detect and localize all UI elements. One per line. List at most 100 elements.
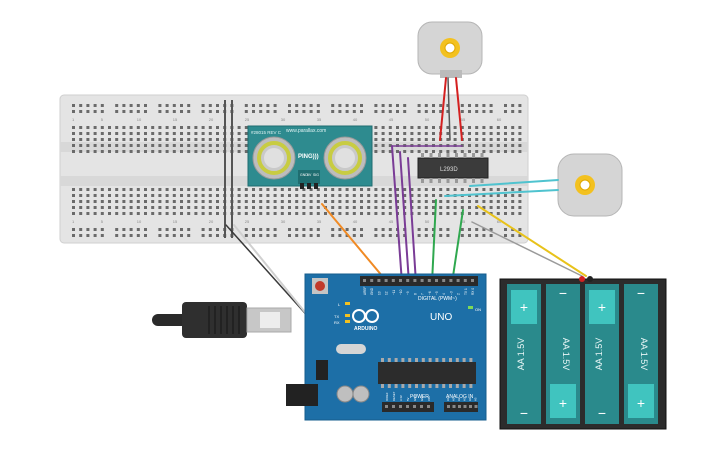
breadboard-hole[interactable]	[122, 188, 126, 191]
breadboard-hole[interactable]	[360, 200, 363, 203]
breadboard-hole[interactable]	[504, 144, 507, 147]
breadboard-hole[interactable]	[129, 188, 133, 191]
breadboard-hole[interactable]	[86, 200, 90, 203]
breadboard-hole[interactable]	[424, 138, 428, 141]
breadboard-hole[interactable]	[201, 188, 205, 191]
breadboard-hole[interactable]	[424, 234, 428, 237]
breadboard-hole[interactable]	[424, 228, 428, 231]
breadboard-hole[interactable]	[122, 110, 126, 113]
breadboard-hole[interactable]	[208, 144, 212, 147]
breadboard-hole[interactable]	[172, 194, 176, 197]
breadboard-hole[interactable]	[115, 188, 119, 191]
breadboard-hole[interactable]	[331, 228, 335, 231]
breadboard-hole[interactable]	[482, 206, 486, 209]
breadboard-hole[interactable]	[72, 228, 75, 231]
breadboard-hole[interactable]	[187, 194, 191, 197]
breadboard-hole[interactable]	[115, 234, 119, 237]
breadboard-hole[interactable]	[374, 206, 378, 209]
arduino-header-pin[interactable]	[377, 279, 381, 282]
breadboard-hole[interactable]	[136, 188, 140, 191]
breadboard-hole[interactable]	[136, 104, 140, 107]
breadboard-hole[interactable]	[100, 206, 104, 209]
breadboard-hole[interactable]	[172, 200, 176, 203]
breadboard-hole[interactable]	[396, 104, 399, 107]
breadboard-hole[interactable]	[460, 234, 464, 237]
breadboard-hole[interactable]	[453, 138, 457, 141]
breadboard-hole[interactable]	[367, 212, 371, 215]
breadboard-hole[interactable]	[468, 200, 471, 203]
breadboard-hole[interactable]	[79, 132, 83, 135]
breadboard-hole[interactable]	[439, 194, 443, 197]
breadboard-hole[interactable]	[417, 194, 421, 197]
breadboard-hole[interactable]	[115, 150, 119, 153]
breadboard-hole[interactable]	[93, 234, 97, 237]
breadboard-hole[interactable]	[108, 138, 111, 141]
breadboard-hole[interactable]	[367, 206, 371, 209]
breadboard-hole[interactable]	[86, 104, 90, 107]
breadboard-hole[interactable]	[410, 194, 414, 197]
breadboard-hole[interactable]	[252, 212, 255, 215]
breadboard-hole[interactable]	[165, 110, 169, 113]
breadboard-hole[interactable]	[424, 110, 428, 113]
breadboard-hole[interactable]	[201, 132, 205, 135]
breadboard-hole[interactable]	[432, 200, 435, 203]
breadboard-hole[interactable]	[511, 144, 515, 147]
breadboard-hole[interactable]	[108, 144, 111, 147]
breadboard-hole[interactable]	[216, 200, 219, 203]
breadboard-hole[interactable]	[388, 212, 392, 215]
breadboard-hole[interactable]	[381, 104, 385, 107]
breadboard-hole[interactable]	[273, 200, 277, 203]
breadboard-hole[interactable]	[136, 132, 140, 135]
breadboard-hole[interactable]	[496, 144, 500, 147]
breadboard-hole[interactable]	[504, 228, 507, 231]
breadboard-hole[interactable]	[208, 126, 212, 129]
breadboard-hole[interactable]	[374, 132, 378, 135]
breadboard-hole[interactable]	[144, 126, 147, 129]
breadboard-hole[interactable]	[72, 194, 75, 197]
breadboard-hole[interactable]	[72, 138, 75, 141]
breadboard-hole[interactable]	[79, 110, 83, 113]
breadboard-hole[interactable]	[187, 150, 191, 153]
breadboard-hole[interactable]	[136, 228, 140, 231]
breadboard-hole[interactable]	[165, 138, 169, 141]
breadboard-hole[interactable]	[446, 138, 450, 141]
breadboard-hole[interactable]	[374, 200, 378, 203]
breadboard-hole[interactable]	[345, 206, 349, 209]
breadboard-hole[interactable]	[129, 212, 133, 215]
breadboard-hole[interactable]	[72, 200, 75, 203]
breadboard-hole[interactable]	[504, 212, 507, 215]
breadboard-hole[interactable]	[158, 206, 162, 209]
breadboard-hole[interactable]	[280, 188, 284, 191]
breadboard-hole[interactable]	[288, 212, 291, 215]
arduino-header-pin[interactable]	[406, 279, 410, 282]
breadboard-hole[interactable]	[266, 234, 270, 237]
breadboard-hole[interactable]	[100, 228, 104, 231]
breadboard-hole[interactable]	[216, 206, 219, 209]
breadboard-hole[interactable]	[144, 234, 147, 237]
breadboard-hole[interactable]	[309, 234, 313, 237]
breadboard-hole[interactable]	[100, 194, 104, 197]
breadboard-hole[interactable]	[417, 212, 421, 215]
breadboard-hole[interactable]	[93, 206, 97, 209]
arduino-header-pin[interactable]	[427, 279, 431, 282]
arduino-header-pin[interactable]	[420, 279, 424, 282]
breadboard-hole[interactable]	[244, 144, 248, 147]
breadboard-hole[interactable]	[93, 126, 97, 129]
arduino-header-pin[interactable]	[452, 405, 456, 408]
breadboard-hole[interactable]	[439, 150, 443, 153]
breadboard-hole[interactable]	[453, 212, 457, 215]
breadboard-hole[interactable]	[259, 110, 263, 113]
breadboard-hole[interactable]	[432, 150, 435, 153]
breadboard-hole[interactable]	[122, 206, 126, 209]
breadboard-hole[interactable]	[201, 194, 205, 197]
breadboard-hole[interactable]	[316, 104, 320, 107]
breadboard-hole[interactable]	[352, 212, 356, 215]
breadboard-hole[interactable]	[468, 138, 471, 141]
breadboard-hole[interactable]	[338, 200, 342, 203]
breadboard-hole[interactable]	[316, 228, 320, 231]
breadboard-hole[interactable]	[194, 150, 198, 153]
breadboard-hole[interactable]	[93, 104, 97, 107]
breadboard-hole[interactable]	[302, 228, 306, 231]
breadboard-hole[interactable]	[446, 188, 450, 191]
